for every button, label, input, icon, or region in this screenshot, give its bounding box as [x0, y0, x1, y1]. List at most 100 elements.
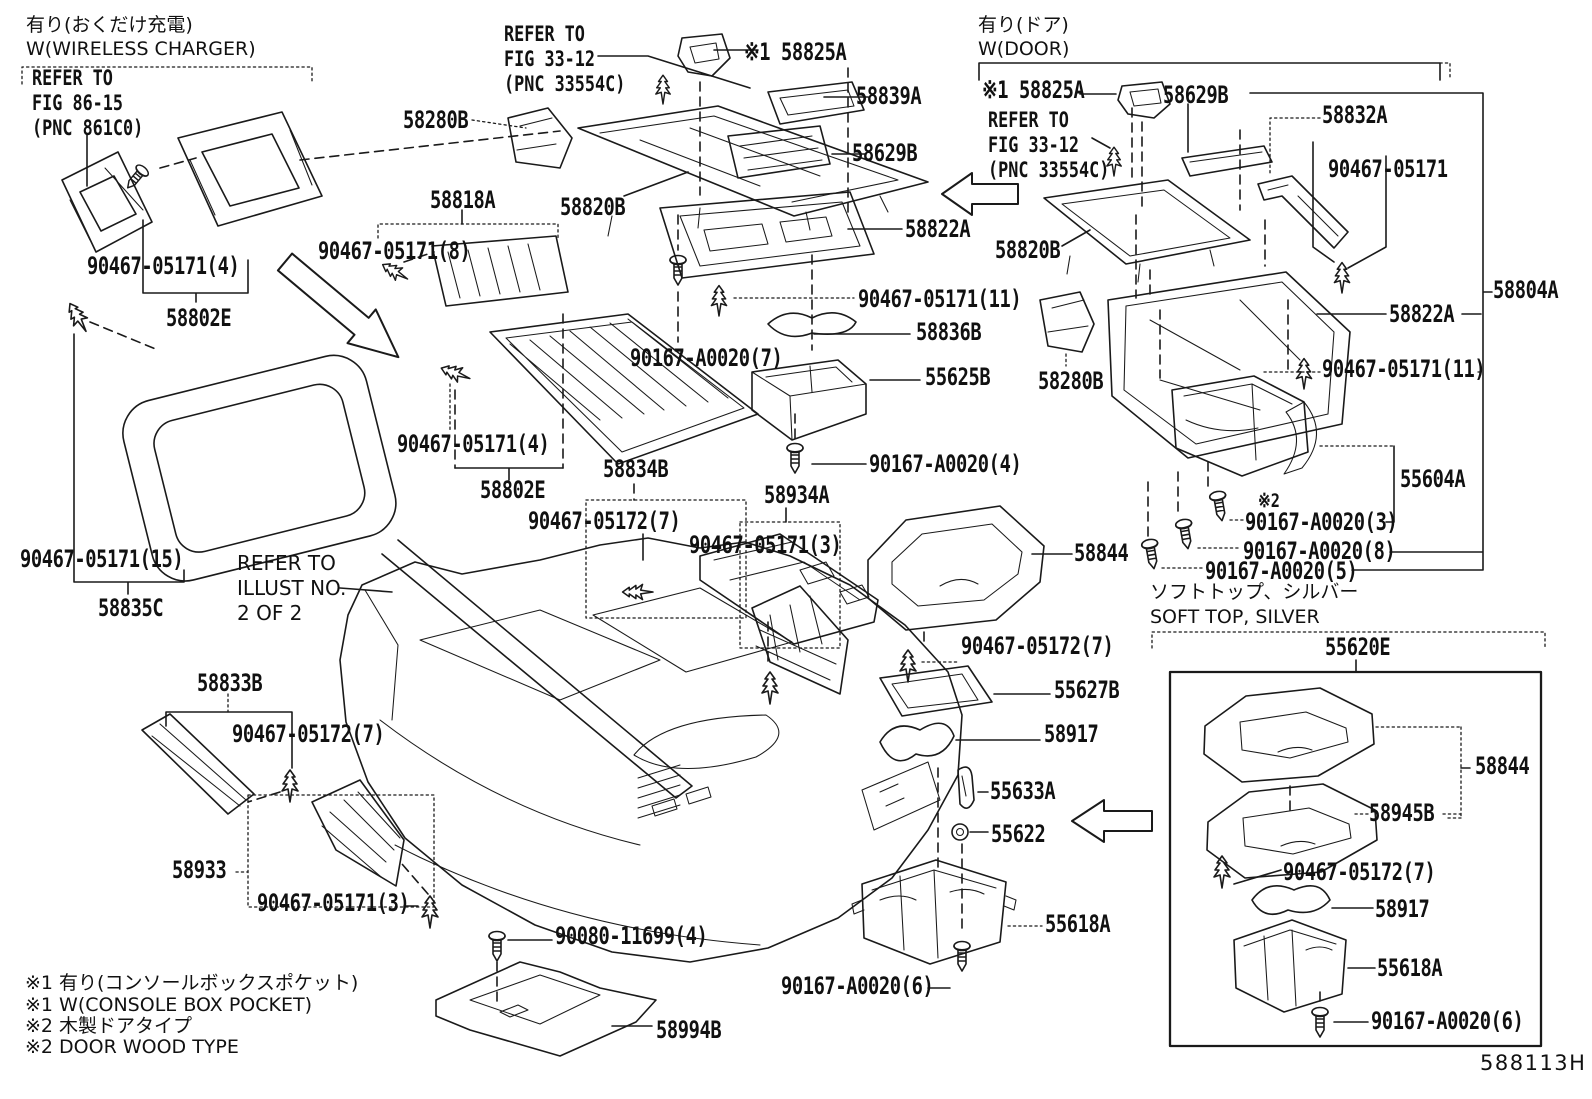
part-58835c-drawing — [62, 298, 693, 799]
part-55633a-drawing — [957, 766, 989, 809]
part-label-pn-58822a-right: 58822A — [1389, 300, 1455, 328]
door-side-screws — [1140, 371, 1484, 571]
part-58802e-b-drawing — [437, 313, 759, 481]
part-58844-mid-drawing — [867, 505, 1073, 683]
part-label-pn-90167-a0020-8: 90167-A0020(8) — [1243, 537, 1396, 565]
part-label-hdr-door-jp: 有り(ドア) — [978, 14, 1069, 36]
part-58934a-drawing — [739, 507, 849, 705]
part-58629b-right-drawing — [1181, 103, 1273, 177]
line-58804a — [1249, 92, 1493, 571]
part-58822a-right-drawing — [1107, 107, 1351, 459]
part-label-ref-fig-33-12-left: REFER TO FIG 33-12 (PNC 33554C) — [504, 22, 626, 96]
part-58280b-left-drawing — [471, 107, 573, 169]
part-label-pn-90467-05171-4b: 90467-05171(4) — [397, 430, 550, 458]
part-label-pn-58835c: 58835C — [98, 594, 164, 622]
part-label-pn-55604a: 55604A — [1400, 465, 1466, 493]
part-label-pn-55627b: 55627B — [1054, 676, 1120, 704]
arrow-down-right-icon — [276, 252, 400, 359]
part-58832a-drawing — [1257, 117, 1387, 294]
part-label-hdr-door-en: W(DOOR) — [978, 38, 1070, 60]
part-label-pn-58280b-right: 58280B — [1038, 367, 1104, 395]
arrow-left-upper-icon — [941, 172, 1019, 216]
part-label-pn-58804a: 58804A — [1493, 276, 1559, 304]
part-label-pn-90167-a0020-6-box: 90167-A0020(6) — [1371, 1007, 1524, 1035]
part-label-pn-58917-mid: 58917 — [1044, 720, 1099, 748]
part-label-pn-90167-a0020-7: 90167-A0020(7) — [630, 344, 783, 372]
part-label-softtop-en: SOFT TOP, SILVER — [1150, 606, 1320, 628]
part-label-pn-58280b-left: 58280B — [403, 106, 469, 134]
bracket-wireless-charger — [21, 66, 313, 187]
part-label-figure-code: 588113H — [1480, 1051, 1587, 1075]
part-label-pn-90467-05171-3b: 90467-05171(3) — [257, 889, 410, 917]
part-label-pn-58825a-left: ※1 58825A — [744, 38, 847, 66]
part-label-pn-90467-05171-8: 90467-05171(8) — [318, 237, 471, 265]
part-58917-mid-drawing — [879, 722, 1041, 762]
part-label-pn-90080-11699-4: 90080-11699(4) — [555, 922, 708, 950]
part-58822a-left-drawing — [659, 191, 903, 279]
part-label-pn-58818a: 58818A — [430, 186, 496, 214]
part-58280b-right-drawing — [1039, 291, 1095, 367]
part-label-pn-58844-box: 58844 — [1475, 752, 1530, 780]
part-label-pn-58833b: 58833B — [197, 669, 263, 697]
part-58818a-drawing — [377, 209, 569, 307]
part-label-ref-illust-2of2: REFER TO ILLUST NO. 2 OF 2 — [237, 551, 347, 625]
part-label-pn-58825a-right: ※1 58825A — [982, 76, 1085, 104]
part-label-pn-58802e-b: 58802E — [480, 476, 546, 504]
bracket-door — [978, 62, 1451, 81]
part-label-pn-58934a: 58934A — [764, 481, 830, 509]
part-55627b-drawing — [879, 665, 1051, 717]
part-58820b-left-drawing — [577, 105, 929, 237]
part-label-pn-55618a-mid: 55618A — [1045, 910, 1111, 938]
part-55618a-mid-drawing — [851, 859, 1043, 989]
part-58933-drawing — [235, 779, 439, 929]
part-label-pn-90167-a0020-4: 90167-A0020(4) — [869, 450, 1022, 478]
part-label-pn-90467-05171-11-right: 90467-05171(11) — [1322, 355, 1486, 383]
part-label-pn-90167-a0020-5: 90167-A0020(5) — [1205, 557, 1358, 585]
part-55622-drawing — [937, 767, 989, 931]
part-label-pn-58822a-left: 58822A — [905, 215, 971, 243]
part-label-ref-fig-86-15: REFER TO FIG 86-15 (PNC 861C0) — [32, 66, 144, 140]
part-label-pn-58994b: 58994B — [656, 1016, 722, 1044]
part-label-pn-90467-05172-7d: 90467-05172(7) — [232, 720, 385, 748]
part-label-pn-58933: 58933 — [172, 856, 227, 884]
part-label-pn-58839a: 58839A — [856, 82, 922, 110]
part-58994b-drawing — [435, 930, 657, 1057]
part-label-pn-58820b-left: 58820B — [560, 193, 626, 221]
part-58820b-right-drawing — [1043, 179, 1251, 299]
part-label-pn-90467-05172-7b: 90467-05172(7) — [961, 632, 1114, 660]
part-label-pn-note2-mark: ※2 — [1258, 490, 1280, 512]
part-label-pn-90467-05171-4a: 90467-05171(4) — [87, 252, 240, 280]
arrow-left-lower-icon — [1071, 799, 1153, 843]
soft-top-box — [1151, 631, 1546, 1048]
part-label-pn-90467-05172-7c: 90467-05172(7) — [1283, 858, 1436, 886]
part-label-pn-58832a: 58832A — [1322, 101, 1388, 129]
part-58825a-right-drawing — [1079, 81, 1171, 211]
part-label-pn-55622: 55622 — [991, 820, 1046, 848]
part-label-pn-58820b-right: 58820B — [995, 236, 1061, 264]
part-label-pn-55620e: 55620E — [1325, 633, 1391, 661]
part-console-body-drawing — [339, 537, 963, 963]
part-label-pn-58629b-right: 58629B — [1163, 81, 1229, 109]
part-label-footnote-1-en: ※1 W(CONSOLE BOX POCKET) — [25, 994, 312, 1016]
part-label-pn-55625b: 55625B — [925, 363, 991, 391]
part-label-hdr-wireless-en: W(WIRELESS CHARGER) — [26, 38, 256, 60]
part-label-ref-fig-33-12-right: REFER TO FIG 33-12 (PNC 33554C) — [988, 108, 1110, 182]
part-label-pn-58917-box: 58917 — [1375, 895, 1430, 923]
part-label-footnote-2-en: ※2 DOOR WOOD TYPE — [25, 1036, 239, 1058]
part-label-footnote-2-jp: ※2 木製ドアタイプ — [25, 1015, 193, 1037]
part-label-pn-90167-a0020-3: 90167-A0020(3) — [1245, 508, 1398, 536]
part-58839a-drawing — [767, 81, 869, 125]
part-55604a-drawing — [1171, 375, 1395, 523]
part-label-softtop-jp: ソフトトップ、シルバー — [1150, 581, 1359, 603]
part-label-pn-58629b-left: 58629B — [852, 139, 918, 167]
part-label-pn-90467-05172-7a: 90467-05172(7) — [528, 507, 681, 535]
part-label-pn-90467-05171-15: 90467-05171(15) — [20, 545, 184, 573]
part-label-footnote-1-jp: ※1 有り(コンソールボックスポケット) — [25, 972, 359, 994]
part-label-pn-90467-05171-r: 90467-05171 — [1328, 155, 1448, 183]
part-label-pn-58844-mid: 58844 — [1074, 539, 1129, 567]
part-58833b-drawing — [141, 693, 299, 815]
part-label-pn-90467-05171-3a: 90467-05171(3) — [689, 531, 842, 559]
